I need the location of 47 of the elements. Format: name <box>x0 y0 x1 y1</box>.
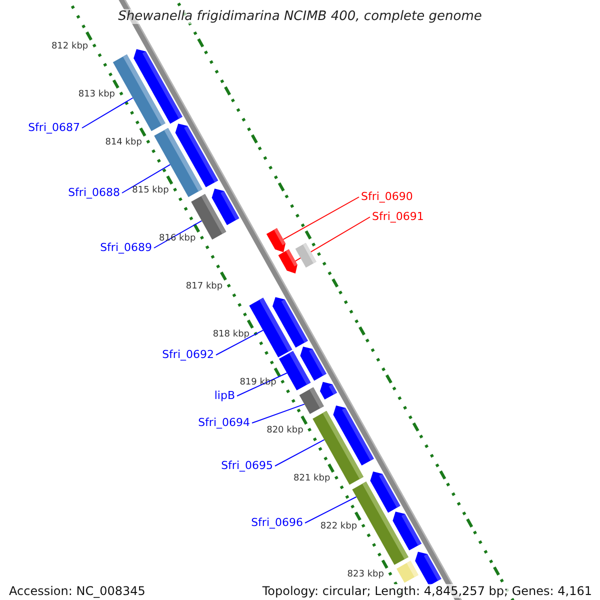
tick-label: 815 kbp <box>132 185 169 196</box>
accession-text: Accession: NC_008345 <box>9 584 146 598</box>
gene-feature <box>333 406 374 466</box>
tick-label: 814 kbp <box>105 137 142 148</box>
gene-feature <box>278 249 298 274</box>
tick-label: 813 kbp <box>78 89 116 100</box>
tick-label: 812 kbp <box>51 41 88 52</box>
tick-label: 823 kbp <box>347 569 384 580</box>
gene-label: Sfri_0691 <box>372 210 424 224</box>
gene-label: Sfri_0690 <box>361 190 413 204</box>
gene-label: Sfri_0689 <box>100 241 152 255</box>
tick-label: 820 kbp <box>266 425 304 436</box>
gene-label: Sfri_0687 <box>28 121 80 135</box>
leader-line <box>216 330 264 356</box>
gene-label: Sfri_0688 <box>68 186 120 200</box>
tick-label: 818 kbp <box>212 329 250 340</box>
gene-feature <box>175 124 218 188</box>
gene-label: Sfri_0692 <box>162 348 214 362</box>
gene-bar <box>396 560 418 583</box>
leader-line <box>236 372 288 396</box>
gene-label: Sfri_0694 <box>198 416 250 430</box>
genome-stats-text: Topology: circular; Length: 4,845,257 bp; Genes: 4,161 <box>262 584 592 598</box>
gene-feature <box>320 382 337 400</box>
leader-line <box>282 196 360 240</box>
leader-line <box>82 97 134 128</box>
gene-feature <box>212 188 240 226</box>
tick-label: 817 kbp <box>186 281 223 292</box>
leader-line <box>274 439 325 466</box>
tick-label: 822 kbp <box>320 521 358 532</box>
title: Shewanella frigidimarina NCIMB 400, complete genome <box>118 9 482 24</box>
gene-feature <box>392 512 422 550</box>
leader-line <box>294 216 370 262</box>
gene-feature <box>300 346 326 381</box>
gene-feature <box>370 472 400 513</box>
gene-feature <box>272 297 308 348</box>
gene-feature <box>134 49 182 124</box>
leader-line <box>122 164 171 194</box>
leader-line <box>252 404 305 424</box>
gene-label: Sfri_0695 <box>221 459 273 473</box>
tick-label: 821 kbp <box>294 473 330 484</box>
gene-bar <box>299 387 324 414</box>
leader-line <box>154 220 202 248</box>
gene-feature <box>266 228 286 252</box>
gene-bar <box>295 242 316 268</box>
leader-line <box>304 496 357 524</box>
gene-label: Sfri_0696 <box>251 516 303 530</box>
gene-label: lipB <box>214 389 235 403</box>
